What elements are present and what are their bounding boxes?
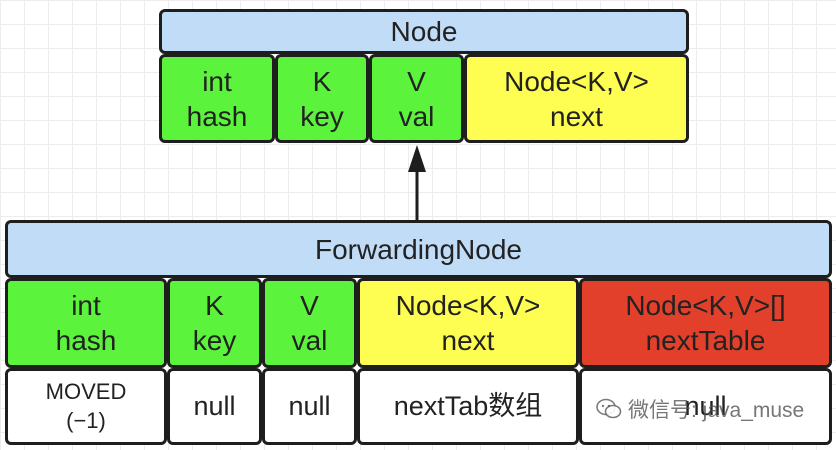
node-title-label: Node <box>390 16 458 47</box>
fn-field-next-table: Node<K,V>[] nextTable <box>579 278 832 368</box>
field-type: V <box>300 290 319 321</box>
field-name: next <box>441 325 495 356</box>
fn-value-key: null <box>167 368 262 445</box>
value-text: null <box>684 390 727 421</box>
field-name: key <box>300 100 344 132</box>
node-field-key: K key <box>275 54 369 143</box>
value-text: null <box>193 390 236 421</box>
watermark-text: 微信号: java_muse <box>628 399 805 422</box>
field-name: nextTable <box>645 325 766 356</box>
value-text: nextTab数组 <box>393 390 543 421</box>
field-name: val <box>398 100 435 132</box>
forwarding-node-title-label: ForwardingNode <box>315 233 522 265</box>
field-name: key <box>192 325 237 356</box>
field-name: val <box>291 325 328 356</box>
fn-field-key: K key <box>167 278 262 368</box>
value-text: null <box>288 390 331 421</box>
fn-field-hash: int hash <box>5 278 167 368</box>
value-moved-code: (−1) <box>66 407 106 433</box>
field-type: Node<K,V> <box>395 290 541 321</box>
fn-value-hash: MOVED (−1) <box>5 368 167 445</box>
field-name: next <box>550 100 603 132</box>
node-field-hash: int hash <box>159 54 275 143</box>
node-title: Node <box>159 9 689 54</box>
watermark: 微信号: java_muse <box>596 394 804 424</box>
field-name: hash <box>55 325 117 356</box>
field-type: V <box>407 65 426 97</box>
forwarding-node-title: ForwardingNode <box>5 220 832 278</box>
node-field-next: Node<K,V> next <box>464 54 689 143</box>
field-type: int <box>202 65 232 97</box>
fn-value-next: nextTab数组 <box>357 368 579 445</box>
field-name: hash <box>186 100 248 132</box>
arrow-head-icon <box>408 145 426 172</box>
wechat-icon <box>596 398 622 419</box>
field-type: int <box>71 290 101 321</box>
fn-value-val: null <box>262 368 357 445</box>
fn-field-val: V val <box>262 278 357 368</box>
fn-value-next-table: null <box>579 368 832 445</box>
field-type: K <box>312 65 332 97</box>
field-type: Node<K,V>[] <box>625 290 786 321</box>
field-type: K <box>205 290 224 321</box>
field-type: Node<K,V> <box>504 65 649 97</box>
fn-field-next: Node<K,V> next <box>357 278 579 368</box>
value-moved: MOVED <box>45 378 127 404</box>
node-field-val: V val <box>369 54 464 143</box>
